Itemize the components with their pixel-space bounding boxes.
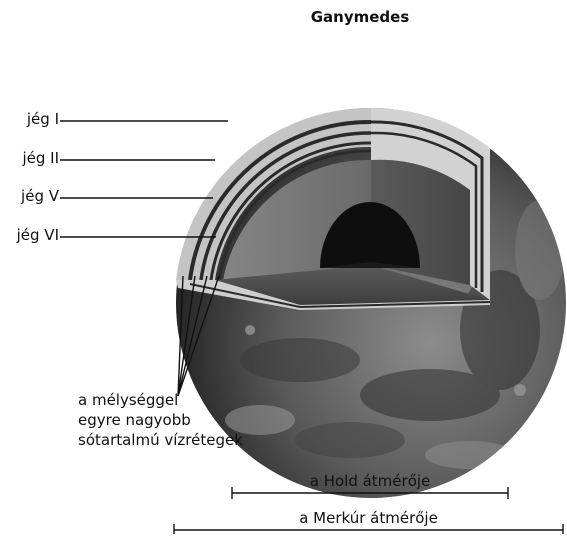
salty-layers-note: a mélységgel egyre nagyobb sótartalmú ví… bbox=[78, 390, 243, 450]
layer-label-jeg-5: jég V bbox=[21, 187, 59, 205]
mercury-diameter-label: a Merkúr átmérője bbox=[174, 509, 563, 527]
note-line-3: sótartalmú vízrétegek bbox=[78, 430, 243, 450]
layer-label-jeg-1: jég I bbox=[27, 110, 59, 128]
layer-label-jeg-2: jég II bbox=[22, 149, 59, 167]
diagram-title: Ganymedes bbox=[290, 8, 430, 26]
note-line-2: egyre nagyobb bbox=[78, 410, 243, 430]
moon-diameter-label: a Hold átmérője bbox=[232, 472, 508, 490]
layer-label-jeg-6: jég VI bbox=[17, 226, 59, 244]
note-line-1: a mélységgel bbox=[78, 390, 243, 410]
